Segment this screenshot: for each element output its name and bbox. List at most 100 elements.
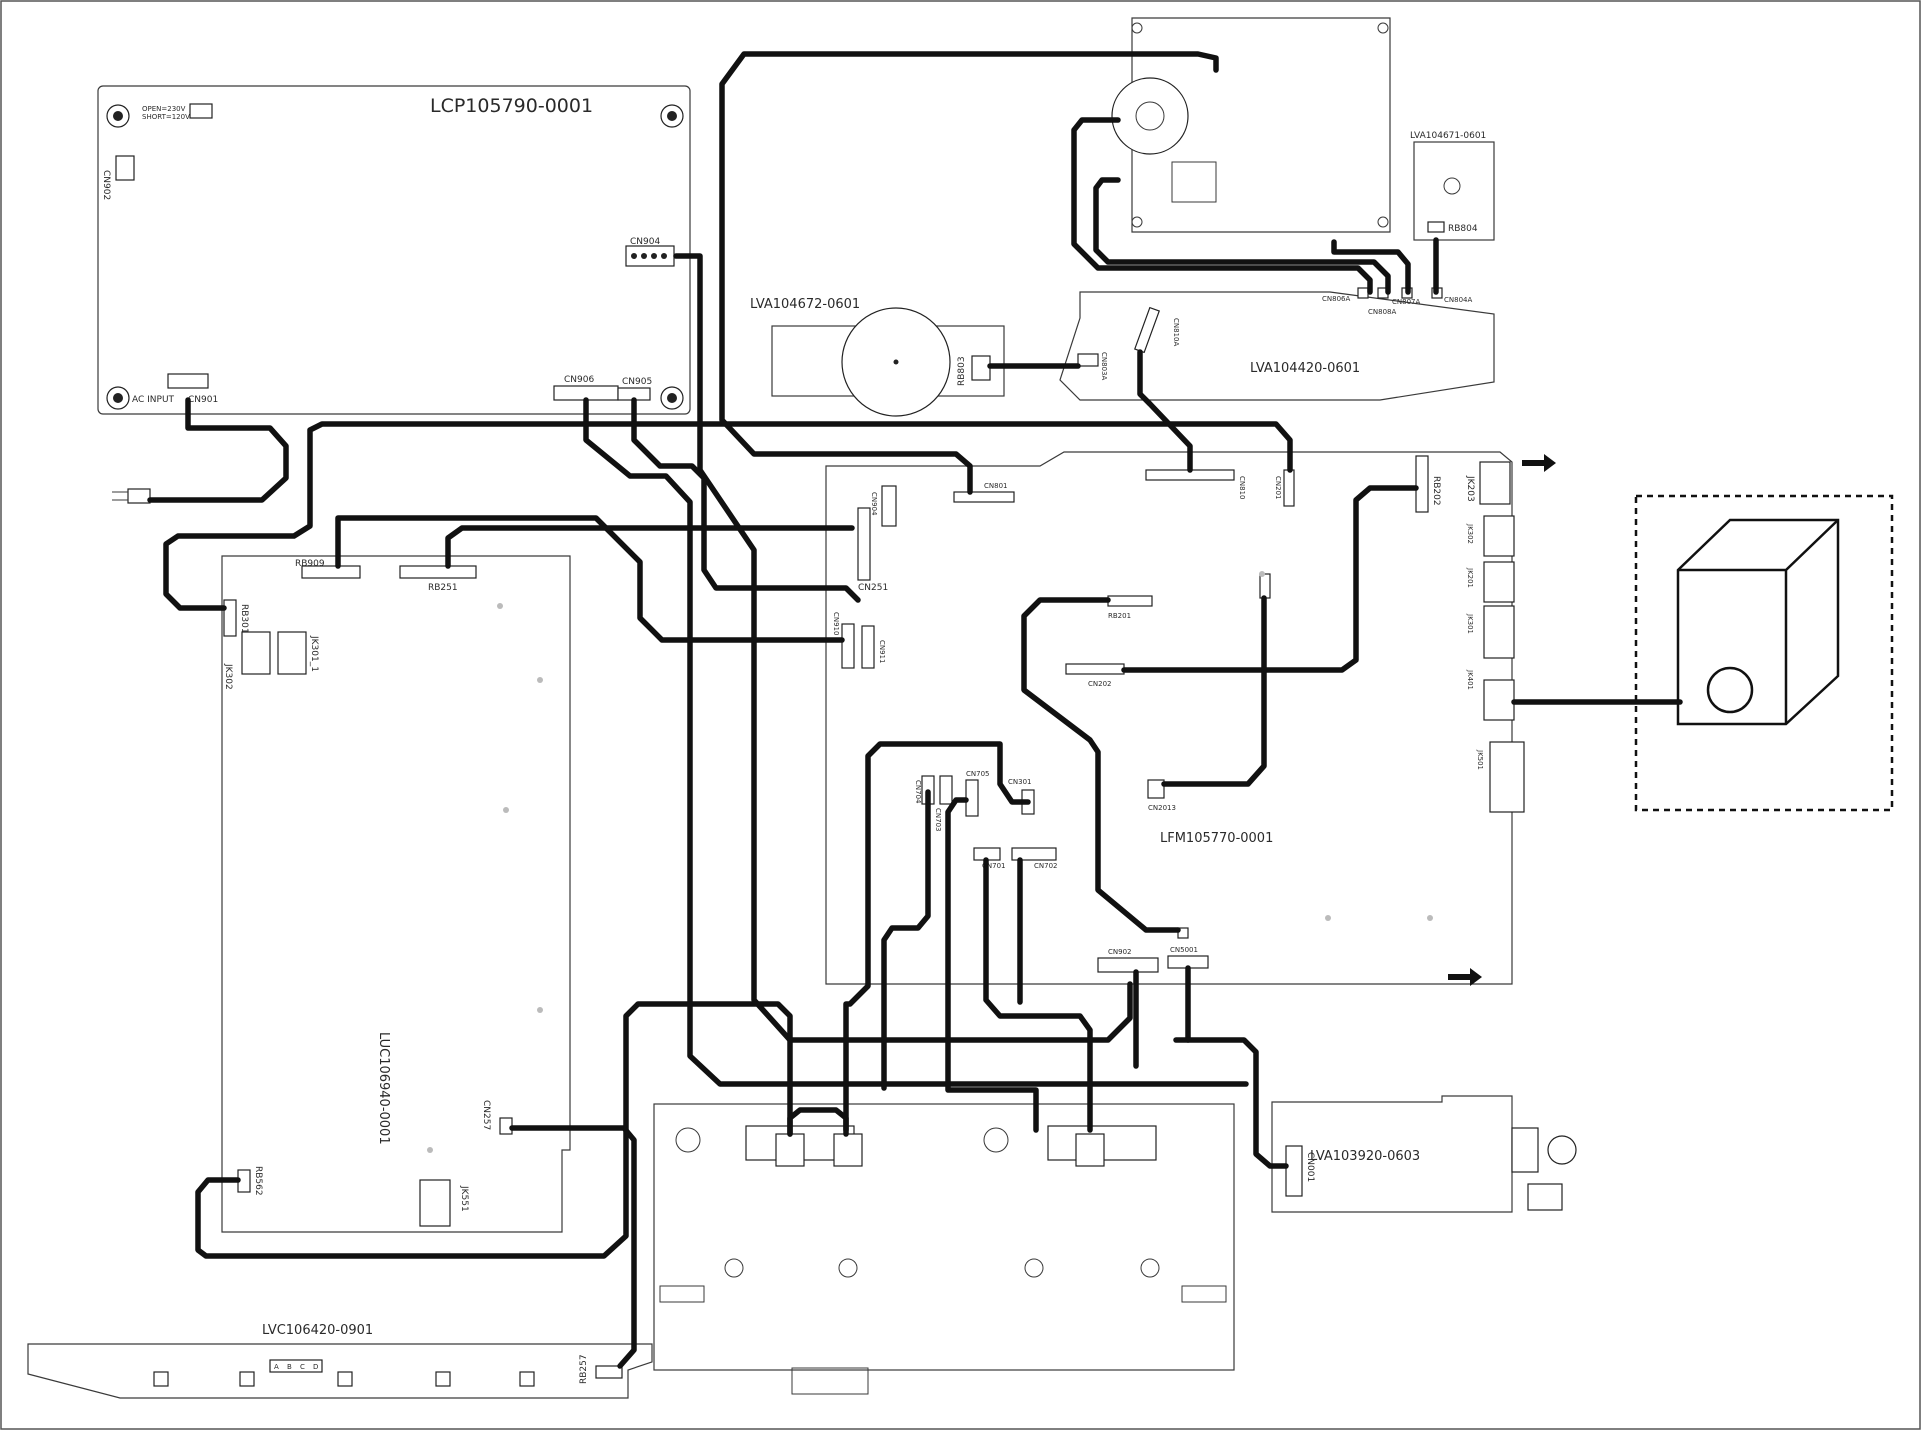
cn911-label: CN911	[878, 640, 886, 664]
antenna-clip	[1527, 1183, 1563, 1211]
cn251-label: CN251	[858, 583, 888, 593]
heatsink-board	[653, 1103, 1235, 1395]
cn808a-label: CN808A	[1368, 308, 1396, 316]
cn904-main-connector	[881, 485, 897, 527]
wire-cn257-to-front	[509, 1125, 637, 1369]
cn904-label: CN904	[630, 237, 660, 247]
front-key-b: B	[287, 1363, 292, 1371]
front-button	[239, 1371, 255, 1387]
motor-board: LVA104672-0601 RB803	[750, 297, 1005, 417]
rb257-connector	[595, 1365, 623, 1379]
wire-cn904-to-mech	[673, 253, 1133, 1043]
pickup-switch-board-label: LVA104671-0601	[1410, 131, 1486, 141]
ac-plug-icon	[112, 488, 151, 504]
jk301-jack	[1483, 605, 1515, 659]
voltage-select-jumper	[189, 103, 213, 119]
cn803a-label: CN803A	[1100, 352, 1108, 380]
jk301-label: JK301	[1466, 613, 1474, 634]
cn703-label: CN703	[934, 808, 942, 832]
ac-input-label: AC INPUT	[132, 395, 175, 405]
cn810a-label: CN810A	[1172, 318, 1180, 346]
tuner-board-label: LVA103920-0603	[1310, 1149, 1420, 1164]
rb804-connector	[1427, 221, 1445, 233]
cn251-main-connector	[857, 507, 871, 581]
cn906-label: CN906	[564, 375, 594, 385]
cn202-label: CN202	[1088, 680, 1112, 688]
wire-rb562-to-heatsink	[195, 1001, 793, 1259]
antenna-jack-icon	[1547, 1135, 1577, 1165]
front-key-c: C	[300, 1363, 305, 1371]
cn902-connector	[115, 155, 135, 181]
cn807a-label: CN807A	[1392, 298, 1420, 306]
cn201-label: CN201	[1274, 476, 1282, 500]
rb301-connector	[223, 599, 237, 637]
cn2013-label: CN2013	[1148, 804, 1176, 812]
jk501-label: JK501	[1476, 749, 1484, 770]
cn910-label: CN910	[832, 612, 840, 636]
cn2013-connector	[1147, 779, 1165, 799]
spindle-motor-icon	[1111, 77, 1189, 155]
wire-cn704-loop	[881, 789, 931, 1091]
rb251-connector	[399, 565, 477, 579]
power-ic	[775, 1133, 805, 1167]
arrow-icon	[1448, 968, 1482, 986]
wire-cn201-vertical	[1161, 595, 1267, 787]
rb803-label: RB803	[957, 356, 967, 386]
jk551-label: JK551	[459, 1185, 469, 1212]
wire-cn701	[983, 857, 1093, 1133]
cn905-label: CN905	[622, 377, 652, 387]
front-panel-board-label: LVC106420-0901	[262, 1323, 373, 1338]
rb257-label: RB257	[579, 1354, 589, 1384]
wire-to-tuner	[1173, 1037, 1289, 1169]
front-button	[337, 1371, 353, 1387]
cn804a-label: CN804A	[1444, 296, 1472, 304]
wire-ac-input	[147, 397, 289, 503]
jk302-main-label: JK302	[1466, 523, 1474, 544]
power-ic	[833, 1133, 863, 1167]
wire-rb301-to-main	[163, 421, 1293, 611]
rb804-label: RB804	[1448, 224, 1478, 234]
front-button	[435, 1371, 451, 1387]
cn704-label: CN704	[914, 780, 922, 804]
wire-cn301-loop	[843, 741, 1031, 1133]
jk203-jack	[1479, 461, 1511, 505]
rb201-label: RB201	[1108, 612, 1131, 620]
jk401-jack	[1483, 679, 1515, 721]
jk551-jack	[419, 1179, 451, 1227]
tuner-board: LVA103920-0603 CN001	[1271, 1095, 1577, 1213]
audio-amp-board: LUC106940-0001 RB909 RB251 RB301 JK302 J…	[221, 555, 571, 1233]
jk501-jack	[1489, 741, 1525, 813]
cn911-connector	[861, 625, 875, 669]
cn902-main-label: CN902	[1108, 948, 1132, 956]
jk301-1-label: JK301_1	[309, 635, 319, 672]
cn5001-label: CN5001	[1170, 946, 1198, 954]
wire-cn906-to-amp	[583, 397, 1249, 1087]
cn806a-connector	[1357, 287, 1369, 299]
cn902-label: CN902	[101, 170, 111, 200]
cn201-connector	[1283, 469, 1295, 507]
cn257-label: CN257	[481, 1100, 491, 1130]
cn806a-label: CN806A	[1322, 295, 1350, 303]
cn910-connector	[841, 623, 855, 669]
cn803a-connector	[1077, 353, 1099, 367]
arrow-icon	[1522, 454, 1556, 472]
audio-amp-board-label: LUC106940-0001	[376, 1032, 391, 1145]
jk302-jack	[241, 631, 271, 675]
power-ic	[1075, 1133, 1105, 1167]
speaker-cone-icon	[1706, 666, 1754, 714]
front-key-d: D	[313, 1363, 318, 1371]
cn-small-connector	[1177, 927, 1189, 939]
antenna-terminal	[1511, 1127, 1539, 1173]
power-board-label: LCP105790-0001	[430, 95, 593, 117]
pickup-switch-board: LVA104671-0601 RB804	[1410, 131, 1495, 241]
cn801-connector	[953, 491, 1015, 503]
cn202-connector	[1065, 663, 1125, 675]
wire-cn905-to-cn251	[631, 397, 861, 603]
jk302-label: JK302	[223, 663, 233, 690]
main-board-label: LFM105770-0001	[1160, 831, 1273, 846]
rb202-connector	[1415, 455, 1429, 513]
cn702-label: CN702	[1034, 862, 1058, 870]
